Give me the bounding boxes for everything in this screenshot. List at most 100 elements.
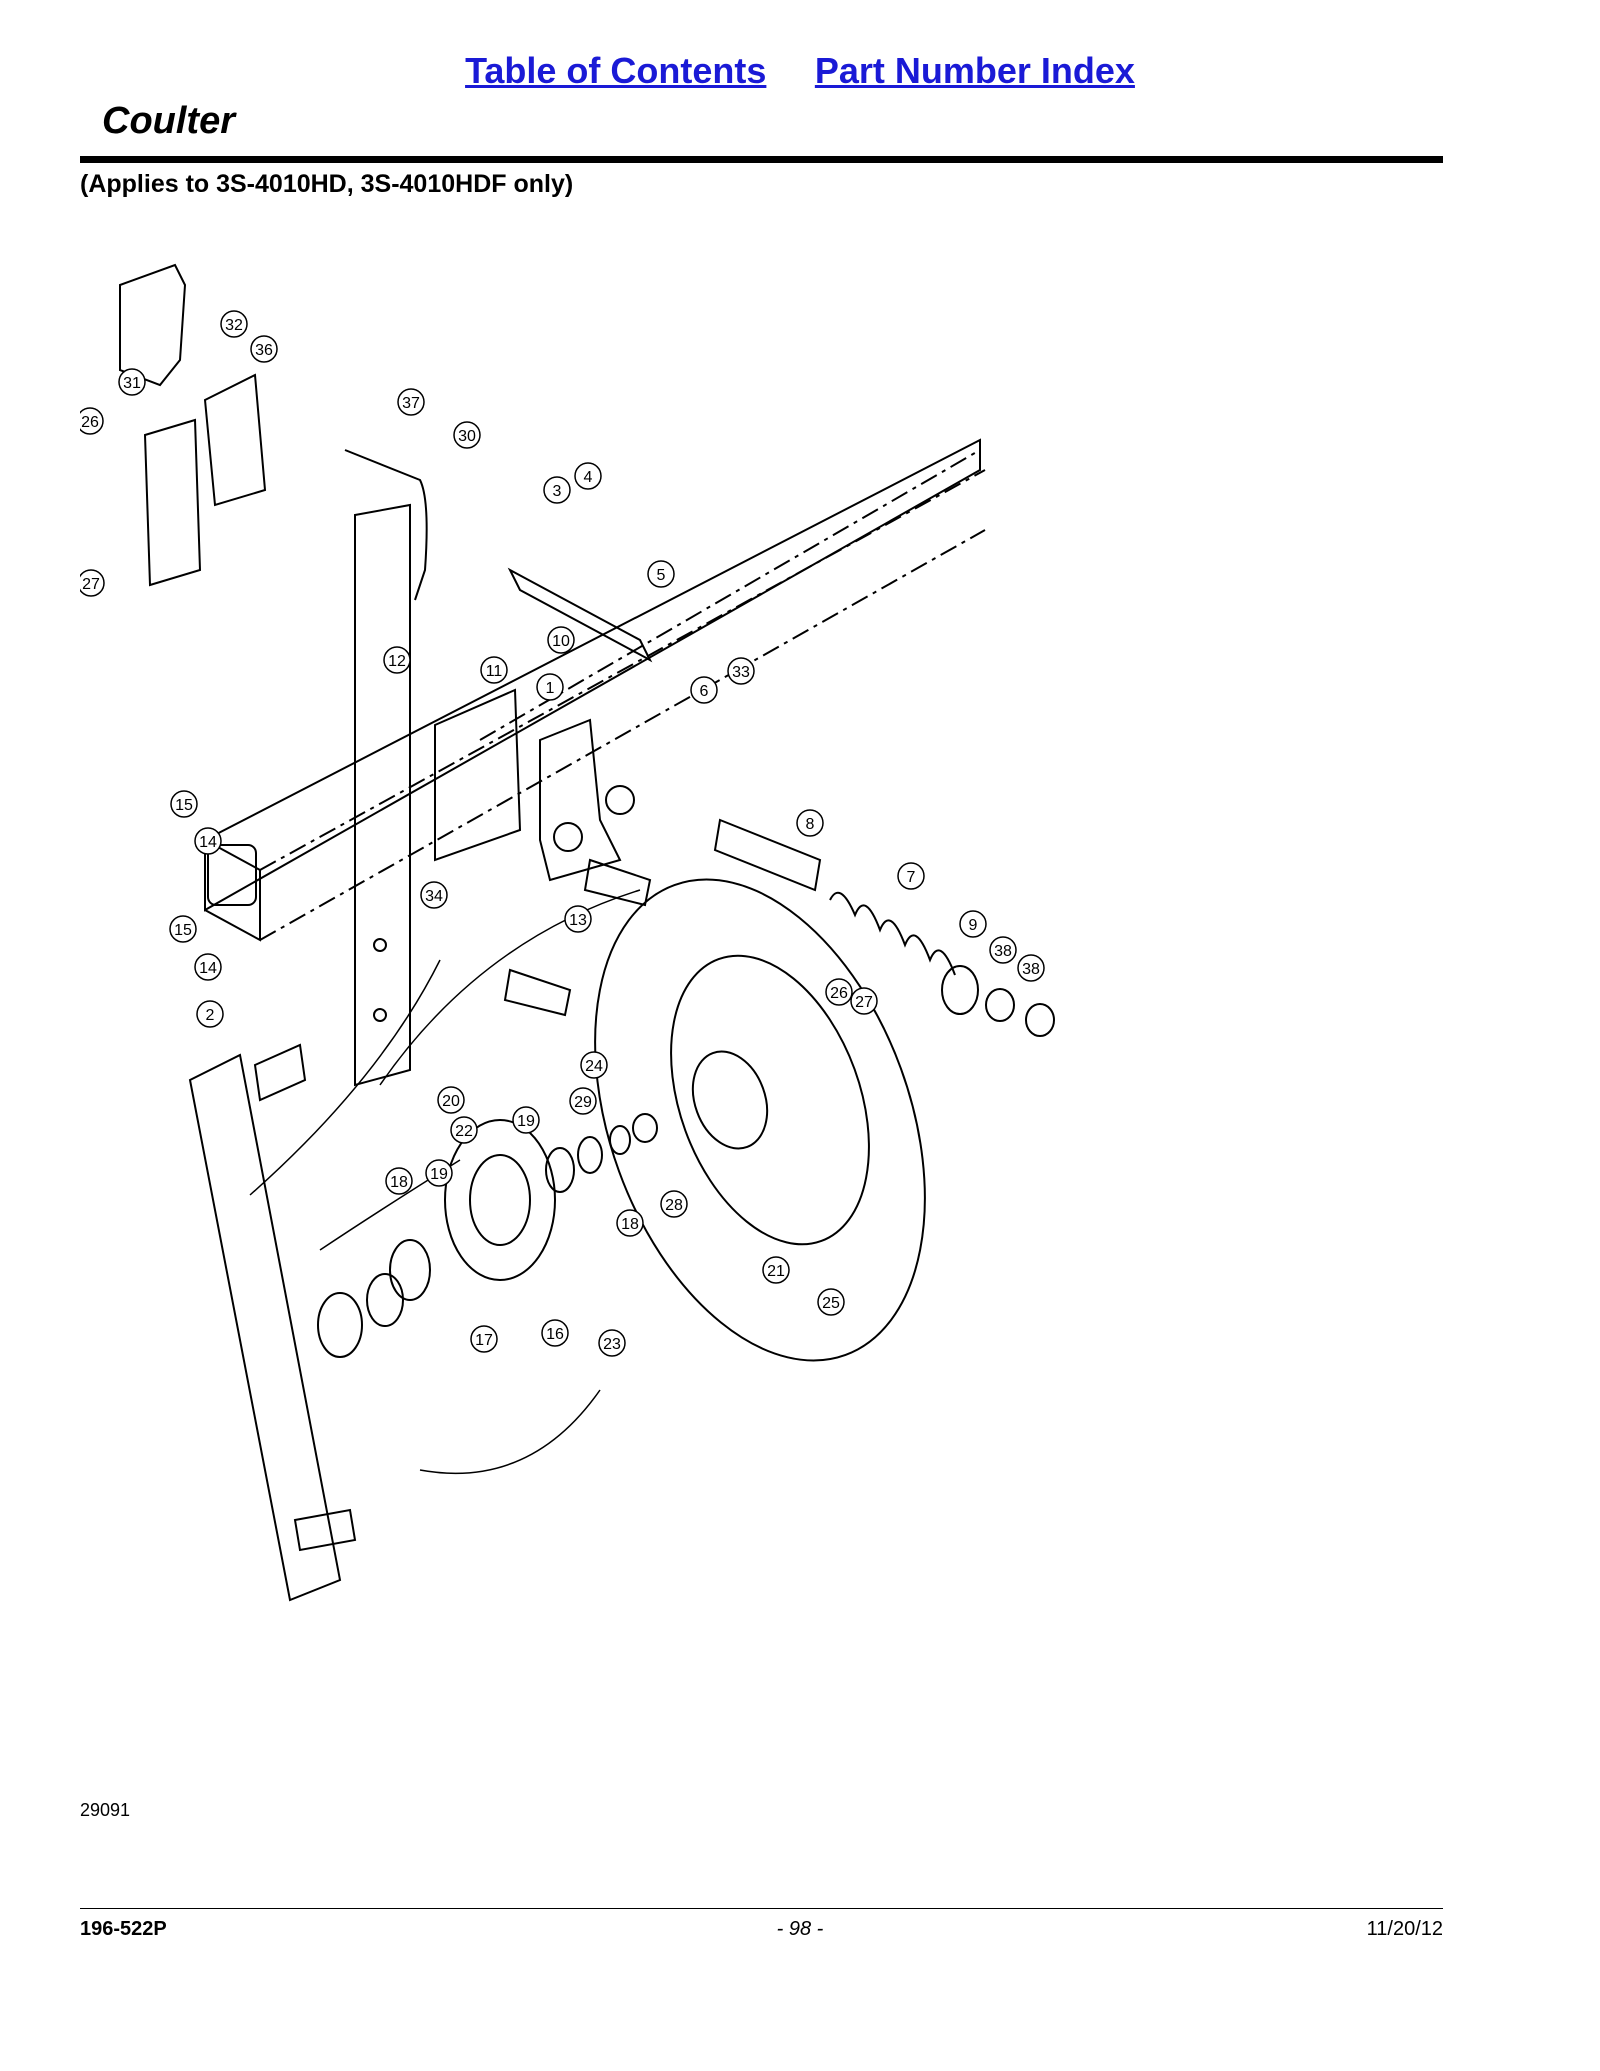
svg-text:8: 8: [806, 816, 815, 833]
pivot-casting: [539, 718, 622, 882]
figure-number: 29091: [80, 1800, 131, 1820]
callout-8: 8: [796, 809, 824, 837]
svg-text:31: 31: [123, 375, 141, 392]
callout-4: 4: [574, 462, 602, 490]
footer-date: 11/20/12: [1366, 1918, 1443, 1940]
callout-33: 33: [727, 657, 755, 685]
callout-24: 24: [580, 1051, 608, 1079]
callout-38: 38: [989, 936, 1017, 964]
link-rod: [507, 567, 653, 663]
svg-text:20: 20: [442, 1093, 460, 1110]
svg-text:2: 2: [206, 1007, 215, 1024]
svg-text:1: 1: [546, 680, 555, 697]
callout-9: 9: [959, 910, 987, 938]
callout-38: 38: [1017, 954, 1045, 982]
top-navigation: Table of Contents Part Number Index: [0, 50, 1600, 92]
callout-5: 5: [647, 560, 675, 588]
svg-text:38: 38: [1022, 961, 1040, 978]
svg-text:27: 27: [855, 994, 873, 1011]
callout-20: 20: [437, 1086, 465, 1114]
svg-text:26: 26: [81, 414, 99, 431]
table-of-contents-link[interactable]: Table of Contents: [465, 50, 767, 91]
toolbar-tube: [204, 438, 986, 942]
svg-text:18: 18: [621, 1216, 639, 1233]
spring: [829, 891, 956, 976]
svg-text:18: 18: [390, 1174, 408, 1191]
svg-text:13: 13: [569, 912, 587, 929]
svg-text:38: 38: [994, 943, 1012, 960]
callout-37: 37: [397, 388, 425, 416]
svg-text:10: 10: [552, 633, 570, 650]
svg-text:4: 4: [584, 469, 593, 486]
footer-page-number: - 98 -: [776, 1918, 824, 1940]
svg-text:12: 12: [388, 653, 406, 670]
callout-17: 17: [470, 1325, 498, 1353]
spring-shaft: [713, 818, 822, 892]
callout-29: 29: [569, 1087, 597, 1115]
callout-14: 14: [194, 827, 222, 855]
callout-2: 2: [196, 1000, 224, 1028]
callout-3: 3: [543, 476, 571, 504]
svg-text:14: 14: [199, 834, 217, 851]
coulter-arm: [188, 1053, 342, 1602]
svg-text:11: 11: [486, 663, 503, 680]
mount-bar: [354, 503, 411, 1087]
svg-text:37: 37: [402, 395, 420, 412]
svg-text:19: 19: [430, 1166, 448, 1183]
bolt-upper: [583, 858, 652, 907]
callout-11: 11: [480, 656, 508, 684]
svg-text:16: 16: [546, 1326, 564, 1343]
callout-6: 6: [690, 676, 718, 704]
top-bracket: [119, 263, 187, 387]
title-divider: [80, 156, 1443, 163]
callout-23: 23: [598, 1329, 626, 1357]
callout-25: 25: [817, 1288, 845, 1316]
callout-26: 26: [825, 978, 853, 1006]
svg-text:19: 19: [517, 1113, 535, 1130]
svg-text:32: 32: [225, 317, 243, 334]
footer-doc-number: 196-522P: [80, 1918, 167, 1940]
page-title: Coulter: [102, 100, 235, 142]
callout-13: 13: [564, 905, 592, 933]
callout-12: 12: [383, 646, 411, 674]
callout-22: 22: [450, 1116, 478, 1144]
svg-text:36: 36: [255, 342, 273, 359]
svg-text:21: 21: [767, 1263, 785, 1280]
svg-text:7: 7: [907, 869, 916, 886]
exploded-parts-diagram: 3532363731263034275101112133615148341379…: [80, 263, 1055, 1602]
callout-36: 36: [250, 335, 278, 363]
svg-text:34: 34: [425, 888, 443, 905]
svg-text:15: 15: [175, 797, 193, 814]
svg-text:15: 15: [174, 922, 192, 939]
svg-text:6: 6: [700, 683, 709, 700]
svg-text:14: 14: [199, 960, 217, 977]
callout-15: 15: [169, 915, 197, 943]
svg-text:22: 22: [455, 1123, 473, 1140]
callout-32: 32: [220, 310, 248, 338]
callout-15: 15: [170, 790, 198, 818]
clamp-plate-left: [143, 418, 202, 587]
mount-plate: [434, 688, 522, 862]
callout-16: 16: [541, 1319, 569, 1347]
washer-9: [941, 965, 979, 1015]
svg-text:17: 17: [475, 1332, 493, 1349]
coulter-disc: [594, 878, 926, 1362]
u-bolt: [344, 449, 428, 601]
bolt-lower: [503, 968, 572, 1017]
part-number-index-link[interactable]: Part Number Index: [814, 50, 1135, 91]
nut-38b: [1025, 1003, 1055, 1037]
svg-text:30: 30: [458, 428, 476, 445]
svg-text:5: 5: [657, 567, 666, 584]
callout-18: 18: [385, 1167, 413, 1195]
svg-text:29: 29: [574, 1094, 592, 1111]
callout-7: 7: [897, 862, 925, 890]
footer-divider: [80, 1908, 1443, 1909]
callout-1: 1: [536, 673, 564, 701]
callout-27: 27: [850, 987, 878, 1015]
callout-14: 14: [194, 953, 222, 981]
svg-text:28: 28: [665, 1197, 683, 1214]
callout-21: 21: [762, 1256, 790, 1284]
clamp-plate-right: [203, 373, 267, 507]
callout-34: 34: [420, 881, 448, 909]
hub-assembly: [317, 1113, 658, 1358]
